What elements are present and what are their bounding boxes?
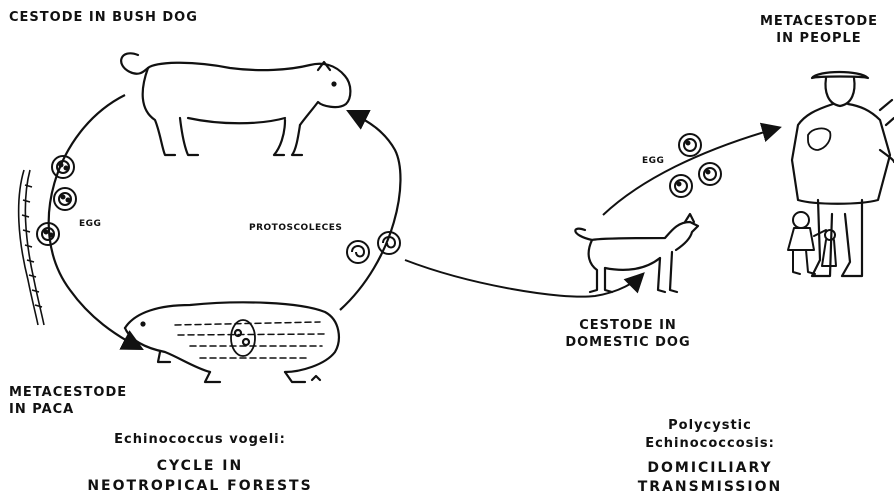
label-cestode-domestic-line1: CESTODE IN xyxy=(548,318,708,333)
caption-right-title-line2: Echinococcosis: xyxy=(600,436,820,451)
caption-right-title-line1: Polycystic xyxy=(610,418,810,433)
man-illustration xyxy=(792,72,894,276)
caption-right-line1: DOMICILIARY xyxy=(600,460,820,476)
protoscoleces-illustration xyxy=(347,232,400,263)
label-egg-left: EGG xyxy=(79,219,101,229)
caption-left-title: Echinococcus vogeli: xyxy=(40,432,360,447)
label-cestode-bush-dog: CESTODE IN BUSH DOG xyxy=(9,10,198,25)
arrow-paca-to-bushdog xyxy=(340,112,400,310)
caption-left-line1: CYCLE IN xyxy=(40,458,360,474)
left-eggs xyxy=(37,156,76,245)
caption-left-line2: NEOTROPICAL FORESTS xyxy=(40,478,360,494)
label-cestode-domestic-line2: DOMESTIC DOG xyxy=(548,335,708,350)
paca-illustration xyxy=(125,302,339,382)
arrow-domestic-dog-to-people xyxy=(603,128,778,215)
label-egg-right: EGG xyxy=(642,156,664,166)
label-protoscoleces: PROTOSCOLECES xyxy=(249,223,342,233)
label-metacestode-paca-line1: METACESTODE xyxy=(9,385,127,400)
child-illustration xyxy=(788,212,836,274)
bush-dog-illustration xyxy=(121,53,350,155)
cestode-worm-illustration xyxy=(19,170,44,325)
label-metacestode-people-line1: METACESTODE xyxy=(744,14,894,29)
caption-right-line2: TRANSMISSION xyxy=(600,479,820,495)
label-metacestode-people-line2: IN PEOPLE xyxy=(744,31,894,46)
label-metacestode-paca-line2: IN PACA xyxy=(9,402,74,417)
